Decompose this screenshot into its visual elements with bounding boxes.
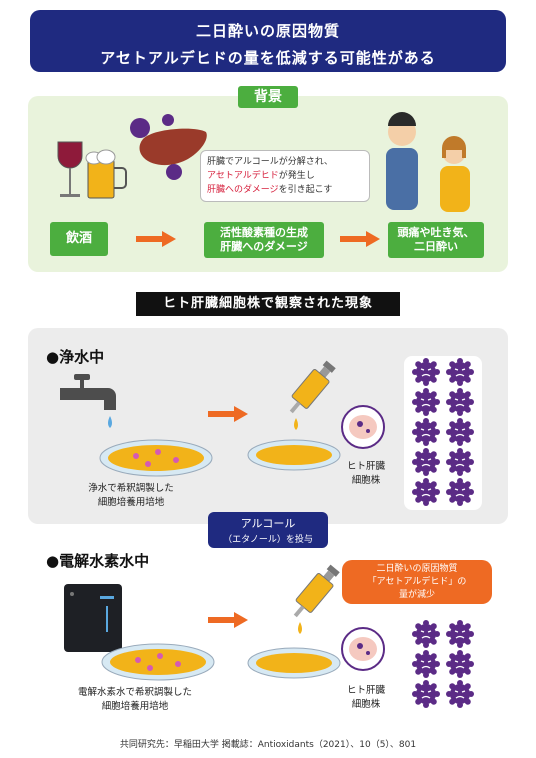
result-callout: 二日酔いの原因物質 「アセトアルデヒド」の 量が減少 bbox=[342, 560, 492, 604]
drinks-icon bbox=[57, 141, 127, 199]
electrolyzed-heading: ●電解水素水中 bbox=[46, 552, 150, 570]
acetaldehyde-icon bbox=[446, 650, 474, 678]
acetaldehyde-icon bbox=[412, 358, 440, 386]
virus-grid-svg bbox=[412, 358, 474, 506]
speech-line3: 肝臓へのダメージを引き起こす bbox=[207, 183, 363, 197]
electrolyzed-dish-caption: 電解水素水で希釈調製した 細胞培養用培地 bbox=[50, 686, 220, 714]
faucet-icon bbox=[60, 374, 116, 428]
speech-line1: 肝臓でアルコールが分解され、 bbox=[207, 157, 333, 167]
step-drinking: 飲酒 bbox=[50, 222, 108, 256]
arrow-icon bbox=[208, 612, 248, 628]
speech-red2: 肝臓へのダメージ bbox=[207, 185, 279, 195]
purified-dish-caption-line2: 細胞培養用培地 bbox=[97, 497, 165, 508]
acetaldehyde-grid-purified bbox=[404, 356, 482, 510]
acetaldehyde-grid-electrolyzed bbox=[404, 618, 482, 714]
alcohol-dose-box: アルコール （エタノール）を投与 bbox=[208, 512, 328, 548]
result-line1: 二日酔いの原因物質 bbox=[376, 564, 458, 574]
step2-line1: 活性酸素種の生成 bbox=[220, 226, 308, 239]
electrolyzed-dish-caption-line2: 細胞培養用培地 bbox=[101, 701, 169, 712]
speech-red1: アセトアルデヒド bbox=[207, 171, 279, 181]
acetaldehyde-icon bbox=[446, 418, 474, 446]
purified-heading: ●浄水中 bbox=[46, 348, 105, 366]
purified-cell-caption-line1: ヒト肝臓 bbox=[346, 461, 385, 472]
petri-dish-icon bbox=[101, 643, 215, 681]
footer-citation: 共同研究先：早稲田大学 掲載誌：Antioxidants（2021）、10（5）… bbox=[119, 740, 417, 750]
step-hangover: 頭痛や吐き気、 二日酔い bbox=[388, 222, 484, 258]
arrow-icon bbox=[208, 406, 248, 422]
cell-icon bbox=[341, 405, 385, 449]
step2-line2: 肝臓へのダメージ bbox=[220, 240, 308, 253]
purified-cell-caption-line2: 細胞株 bbox=[351, 475, 381, 486]
cell-icon bbox=[341, 627, 385, 671]
acetaldehyde-icon bbox=[446, 620, 474, 648]
acetaldehyde-icon bbox=[412, 388, 440, 416]
acetaldehyde-icon bbox=[446, 358, 474, 386]
acetaldehyde-icon bbox=[446, 478, 474, 506]
purified-cell-caption: ヒト肝臓 細胞株 bbox=[336, 460, 396, 488]
electrolyzed-dish-caption-line1: 電解水素水で希釈調製した bbox=[77, 687, 192, 698]
speech-tail: が発生し bbox=[278, 171, 315, 181]
electrolyzed-cell-caption-line2: 細胞株 bbox=[351, 699, 381, 710]
acetaldehyde-icon bbox=[412, 620, 440, 648]
arrow-icon bbox=[340, 231, 380, 247]
syringe-icon bbox=[293, 564, 340, 634]
title-banner: 二日酔いの原因物質 アセトアルデヒドの量を低減する可能性がある bbox=[30, 10, 506, 72]
petri-dish-icon bbox=[99, 439, 213, 477]
background-label: 背景 bbox=[238, 86, 298, 108]
speech-tail2: を引き起こす bbox=[278, 185, 333, 195]
acetaldehyde-icon bbox=[412, 418, 440, 446]
title-line2: アセトアルデヒドの量を低減する可能性がある bbox=[100, 49, 436, 67]
speech-bubble: 肝臓でアルコールが分解され、 アセトアルデヒドが発生し 肝臓へのダメージを引き起… bbox=[200, 150, 370, 202]
step3-line2: 二日酔い bbox=[414, 240, 458, 253]
arrow-icon bbox=[136, 231, 176, 247]
petri-dish-icon bbox=[247, 647, 341, 679]
acetaldehyde-icon bbox=[446, 388, 474, 416]
petri-dish-icon bbox=[247, 439, 341, 471]
electrolyzed-cell-caption-line1: ヒト肝臓 bbox=[346, 685, 385, 696]
liver-icon bbox=[130, 114, 207, 180]
purified-dish-caption: 浄水で希釈調製した 細胞培養用培地 bbox=[56, 482, 206, 510]
acetaldehyde-icon bbox=[412, 478, 440, 506]
title-line1: 二日酔いの原因物質 bbox=[195, 22, 340, 40]
alcohol-line2: （エタノール）を投与 bbox=[223, 535, 313, 545]
acetaldehyde-icon bbox=[412, 650, 440, 678]
sick-people-icon bbox=[386, 112, 470, 212]
virus-grid-svg bbox=[412, 620, 474, 708]
step3-line1: 頭痛や吐き気、 bbox=[397, 226, 475, 239]
result-line3: 量が減少 bbox=[398, 590, 435, 600]
purified-dish-caption-line1: 浄水で希釈調製した bbox=[88, 483, 174, 494]
speech-line2: アセトアルデヒドが発生し bbox=[207, 169, 363, 183]
step-oxidative: 活性酸素種の生成 肝臓へのダメージ bbox=[204, 222, 324, 258]
result-line2: 「アセトアルデヒド」の bbox=[367, 577, 467, 587]
acetaldehyde-icon bbox=[446, 680, 474, 708]
electrolyzed-cell-caption: ヒト肝臓 細胞株 bbox=[336, 684, 396, 712]
acetaldehyde-icon bbox=[412, 680, 440, 708]
acetaldehyde-icon bbox=[412, 448, 440, 476]
acetaldehyde-icon bbox=[446, 448, 474, 476]
water-device-icon bbox=[64, 584, 122, 652]
alcohol-line1: アルコール bbox=[240, 517, 296, 530]
observation-title: ヒト肝臓細胞株で観察された現象 bbox=[136, 292, 400, 316]
syringe-icon bbox=[289, 360, 336, 430]
